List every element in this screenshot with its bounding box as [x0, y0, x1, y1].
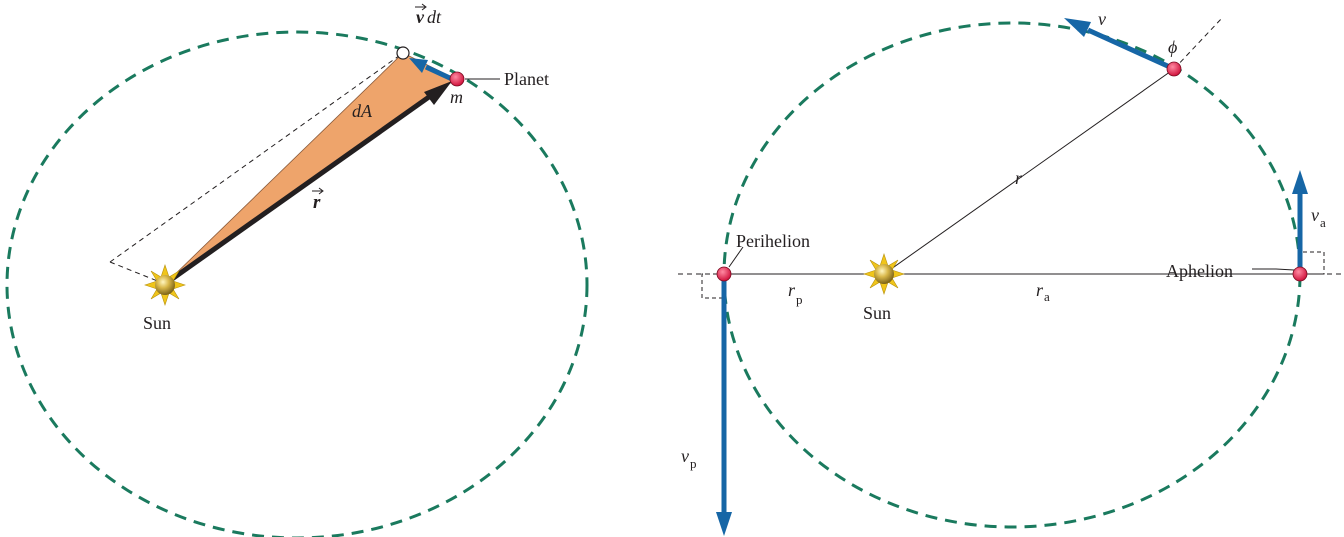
left-sun-label: Sun [143, 313, 171, 333]
svg-text:p: p [690, 456, 697, 471]
right-sun-label: Sun [863, 303, 891, 323]
r-label: r [1015, 168, 1023, 188]
svg-text:p: p [796, 292, 803, 307]
left-sun-icon [144, 264, 186, 306]
aphelion-label: Aphelion [1166, 261, 1233, 281]
perihelion-planet-dot [716, 266, 732, 282]
va-label: v a [1311, 205, 1326, 230]
r-line [883, 68, 1175, 275]
svg-text:dt: dt [427, 7, 442, 27]
svg-text:v: v [416, 7, 425, 27]
r-vector-label: r [312, 187, 324, 213]
vp-label: v p [681, 446, 697, 471]
helper-dashed-line-top [109, 52, 404, 263]
position-vector-r [163, 81, 452, 287]
svg-text:v: v [681, 446, 689, 466]
right-sun-icon [863, 253, 905, 295]
left-orbit [5, 30, 589, 537]
area-label-dA: dA [352, 101, 373, 121]
svg-text:v: v [1311, 205, 1319, 225]
velocity-aphelion-arrow [1292, 170, 1308, 272]
left-diagram: Sun Planet m dA r v dt [5, 3, 589, 537]
v-label: v [1098, 9, 1106, 29]
phi-label: ϕ [1168, 37, 1177, 57]
aphelion-leader [1252, 268, 1295, 271]
general-planet-dot [1166, 61, 1182, 77]
svg-text:r: r [788, 280, 796, 300]
svg-text:a: a [1044, 289, 1050, 304]
velocity-general-arrow [1064, 18, 1174, 71]
vdt-label: v dt [415, 3, 442, 27]
r-line-dashed-extension [1173, 17, 1223, 70]
svg-text:r: r [313, 192, 321, 213]
rp-label: r p [788, 280, 803, 307]
right-diagram: Sun Perihelion Aphelion r ϕ v r p r a v … [678, 9, 1344, 536]
aphelion-planet-dot [1292, 266, 1308, 282]
planet-dot [449, 71, 465, 87]
perihelion-right-angle [701, 273, 724, 299]
helper-dashed-line-bottom [109, 261, 166, 285]
velocity-vector-vdt [409, 58, 454, 82]
velocity-perihelion-arrow [716, 276, 732, 536]
aphelion-right-angle [1300, 251, 1325, 275]
perihelion-leader [728, 246, 744, 268]
swept-area-dA [164, 52, 457, 285]
planet-label: Planet [504, 69, 549, 89]
mass-label: m [450, 87, 463, 107]
svg-text:r: r [1036, 280, 1044, 300]
perihelion-label: Perihelion [736, 231, 810, 251]
ra-label: r a [1036, 280, 1050, 304]
svg-text:a: a [1320, 215, 1326, 230]
planet-later-position [396, 46, 410, 60]
